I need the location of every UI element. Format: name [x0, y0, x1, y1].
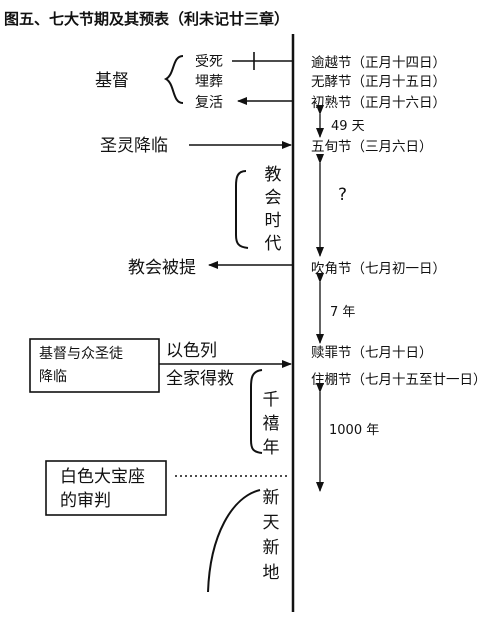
- figure-title: 图五、七大节期及其预表（利未记廿三章）: [4, 10, 289, 28]
- feast-unleavened-bread: 无酵节（正月十五日）: [311, 74, 446, 90]
- feast-passover: 逾越节（正月十四日）: [311, 55, 446, 71]
- christ-label: 基督: [95, 71, 129, 91]
- new-earth-char-1: 新: [263, 488, 280, 508]
- israel-label: 以色列: [166, 341, 217, 361]
- white-throne-box: [45, 460, 167, 516]
- church-age-char-4: 代: [265, 234, 282, 254]
- feast-tabernacles: 住棚节（七月十五至廿一日）: [311, 372, 487, 388]
- christ-with-saints-line2: 降临: [39, 369, 67, 385]
- millennium-char-1: 千: [263, 390, 280, 410]
- rapture-label: 教会被提: [128, 258, 196, 278]
- feast-trumpets: 吹角节（七月初一日）: [311, 260, 446, 277]
- christ-risen: 复活: [195, 94, 223, 111]
- church-age-bracket: [235, 170, 249, 249]
- new-earth-curve: [207, 489, 261, 593]
- gap-7-years-label: 7 年: [330, 305, 355, 320]
- millennium-bracket: [250, 369, 263, 454]
- christ-suffered: 受死: [195, 54, 223, 70]
- church-age-char-1: 教: [265, 165, 282, 185]
- new-earth-char-4: 地: [263, 563, 280, 583]
- millennium-char-3: 年: [263, 438, 280, 458]
- gap-unknown-label: ?: [338, 185, 347, 205]
- feast-firstfruits: 初熟节（正月十六日）: [311, 94, 446, 111]
- feast-atonement: 赎罪节（七月十日）: [311, 345, 433, 361]
- gap-49-days-label: 49 天: [331, 119, 365, 134]
- new-earth-char-2: 天: [263, 513, 280, 533]
- white-throne-line2: 的审判: [60, 491, 111, 511]
- gap-1000-years-label: 1000 年: [329, 423, 379, 438]
- church-age-char-2: 会: [265, 188, 282, 208]
- israel-saved-label: 全家得救: [166, 369, 234, 389]
- christ-buried: 埋葬: [195, 74, 223, 90]
- millennium-char-2: 禧: [263, 414, 280, 434]
- new-earth-char-3: 新: [263, 538, 280, 558]
- christ-with-saints-box: [29, 338, 160, 393]
- spirit-descends-label: 圣灵降临: [100, 136, 168, 156]
- church-age-char-3: 时: [265, 211, 282, 231]
- feast-pentecost: 五旬节（三月六日）: [311, 139, 433, 155]
- christ-with-saints-line1: 基督与众圣徒: [39, 345, 123, 362]
- christ-brace: [163, 55, 184, 104]
- white-throne-line1: 白色大宝座: [60, 467, 145, 487]
